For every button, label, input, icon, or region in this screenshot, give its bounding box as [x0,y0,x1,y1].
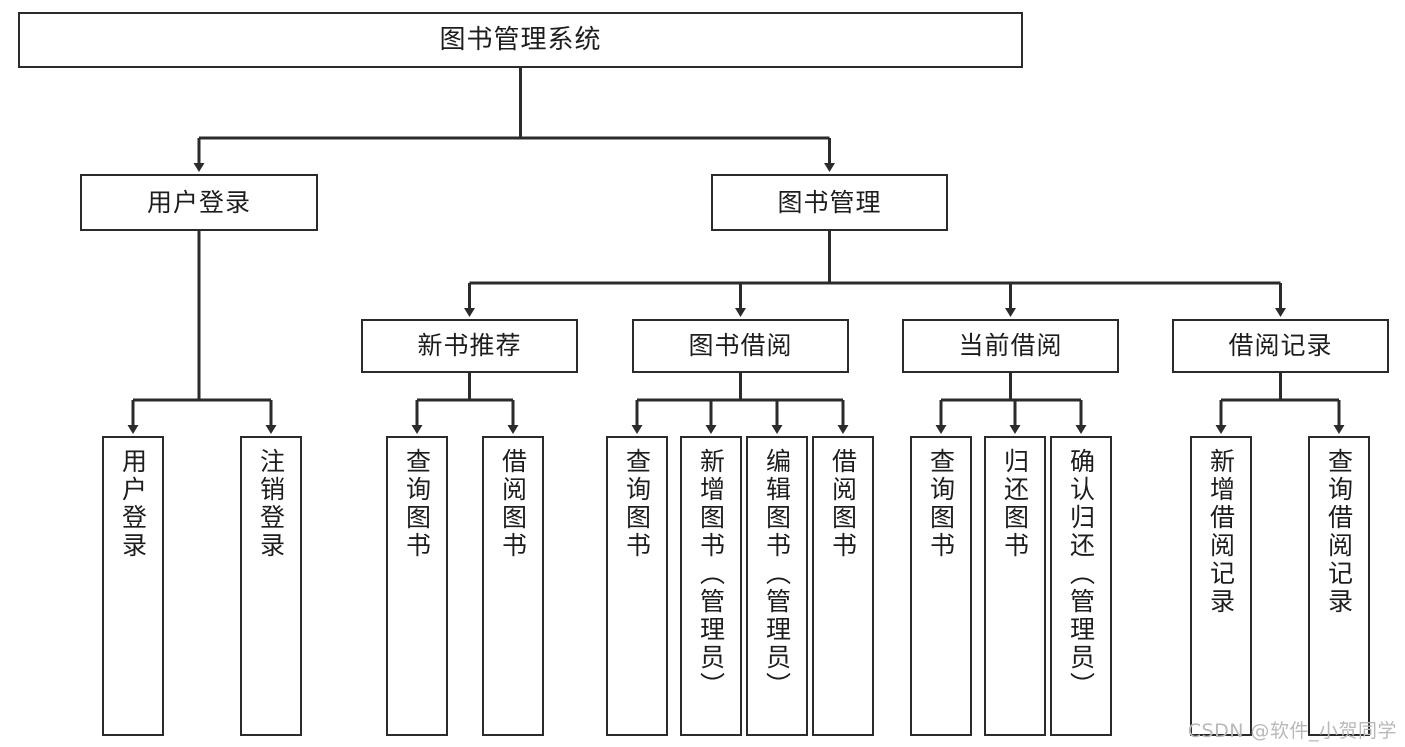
node-label-leaf-confirm-return: 确认归还（管理员） [1066,448,1096,700]
node-label-book-mgmt: 图书管理 [777,187,882,217]
node-leaf-return-book[interactable]: 归还图书 [984,436,1046,736]
node-borrow-records[interactable]: 借阅记录 [1172,319,1389,373]
node-label-leaf-query-book-br: 查询图书 [622,448,652,560]
node-label-leaf-edit-book: 编辑图书（管理员） [762,448,792,700]
node-root[interactable]: 图书管理系统 [18,12,1023,68]
node-label-book-borrow: 图书借阅 [688,331,793,361]
node-label-new-book-rec: 新书推荐 [417,331,522,361]
node-leaf-logout[interactable]: 注销登录 [240,436,302,736]
watermark: CSDN @软件_小贺同学 [1187,720,1397,742]
node-leaf-query-record[interactable]: 查询借阅记录 [1308,436,1370,736]
node-leaf-edit-book[interactable]: 编辑图书（管理员） [746,436,808,736]
node-user-login[interactable]: 用户登录 [80,174,318,231]
node-label-root: 图书管理系统 [439,24,602,55]
node-label-user-login: 用户登录 [146,187,251,217]
node-label-leaf-query-book-rec: 查询图书 [402,448,432,560]
node-label-leaf-borrow-book-br: 借阅图书 [828,448,858,560]
node-label-leaf-logout: 注销登录 [256,448,286,560]
node-leaf-add-record[interactable]: 新增借阅记录 [1190,436,1252,736]
node-leaf-query-book-cb[interactable]: 查询图书 [910,436,972,736]
node-label-leaf-query-record: 查询借阅记录 [1324,448,1354,616]
node-leaf-query-book-br[interactable]: 查询图书 [606,436,668,736]
node-label-leaf-add-book: 新增图书（管理员） [696,448,726,700]
node-label-leaf-return-book: 归还图书 [1000,448,1030,560]
node-leaf-user-login[interactable]: 用户登录 [102,436,164,736]
node-new-book-rec[interactable]: 新书推荐 [361,319,578,373]
node-leaf-borrow-book-rec[interactable]: 借阅图书 [482,436,544,736]
node-leaf-add-book[interactable]: 新增图书（管理员） [680,436,742,736]
node-book-borrow[interactable]: 图书借阅 [632,319,849,373]
node-label-leaf-query-book-cb: 查询图书 [926,448,956,560]
node-label-leaf-user-login: 用户登录 [118,448,148,560]
node-label-borrow-records: 借阅记录 [1228,331,1333,361]
node-book-mgmt[interactable]: 图书管理 [711,174,948,231]
node-leaf-confirm-return[interactable]: 确认归还（管理员） [1050,436,1112,736]
node-label-leaf-borrow-book-rec: 借阅图书 [498,448,528,560]
node-label-current-borrow: 当前借阅 [958,331,1063,361]
node-leaf-borrow-book-br[interactable]: 借阅图书 [812,436,874,736]
node-current-borrow[interactable]: 当前借阅 [902,319,1119,373]
node-leaf-query-book-rec[interactable]: 查询图书 [386,436,448,736]
node-label-leaf-add-record: 新增借阅记录 [1206,448,1236,616]
